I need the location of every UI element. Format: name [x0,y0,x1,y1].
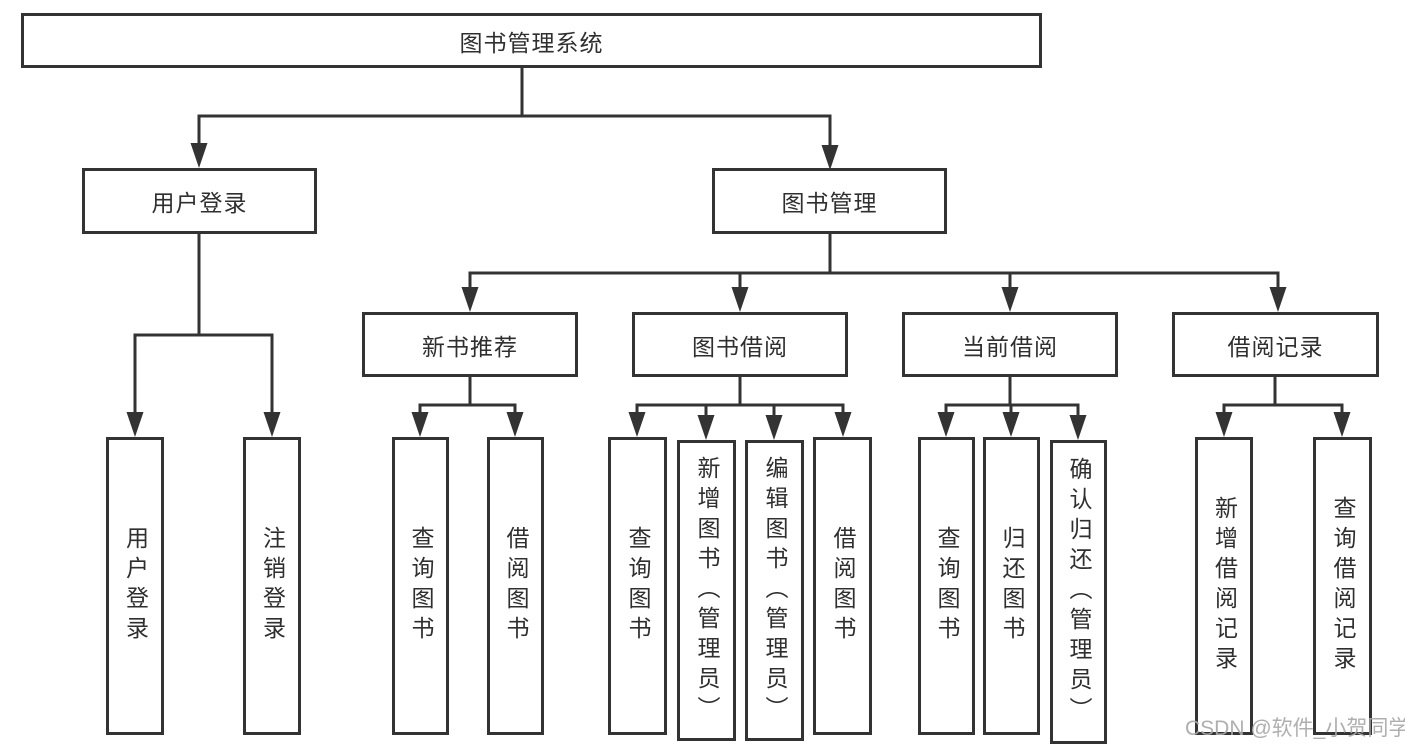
node-label: 当前借阅 [962,333,1058,360]
leaf-query-book-current: 查询图书 [918,437,975,735]
leaf-confirm-return-admin: 确认归还（管理员） [1050,440,1107,744]
node-book-borrow: 图书借阅 [632,312,848,377]
node-label: 编辑图书（管理员） [762,455,788,726]
node-label: 图书借阅 [692,333,788,360]
leaf-borrow-book: 借阅图书 [813,437,872,735]
node-label: 新增图书（管理员） [694,455,720,726]
leaf-return-book: 归还图书 [983,437,1040,735]
node-label: 归还图书 [999,526,1025,646]
watermark: CSDN @软件_小贺同学 [1185,717,1405,740]
leaf-borrow-book-recommend: 借阅图书 [487,437,544,735]
node-new-book-recommend: 新书推荐 [362,312,578,377]
node-label: 查询图书 [625,526,651,646]
leaf-edit-book-admin: 编辑图书（管理员） [745,440,804,741]
node-label: 注销登录 [259,526,286,646]
node-label: 借阅图书 [503,526,529,646]
node-root-system: 图书管理系统 [21,13,1042,68]
node-label: 借阅记录 [1227,333,1324,360]
node-label: 用户登录 [151,190,248,216]
leaf-add-borrow-record: 新增借阅记录 [1195,437,1253,735]
node-label: 确认归还（管理员） [1066,457,1092,727]
node-label: 查询借阅记录 [1330,496,1356,676]
node-label: 新书推荐 [422,333,518,360]
node-user-login: 用户登录 [82,168,317,234]
node-label: 查询图书 [934,526,960,646]
leaf-query-borrow-record: 查询借阅记录 [1313,437,1372,735]
leaf-user-login: 用户登录 [106,437,164,735]
node-label: 图书管理系统 [459,29,604,56]
node-label: 借阅图书 [830,526,856,646]
node-label: 新增借阅记录 [1211,496,1238,676]
leaf-query-book-borrow: 查询图书 [608,437,667,735]
node-label: 图书管理 [781,190,878,216]
node-label: 用户登录 [122,526,149,646]
node-label: 查询图书 [408,526,434,646]
node-book-management: 图书管理 [712,168,947,234]
leaf-query-book-recommend: 查询图书 [392,437,449,735]
node-borrow-record: 借阅记录 [1172,312,1379,377]
leaf-logout: 注销登录 [243,437,301,735]
leaf-add-book-admin: 新增图书（管理员） [677,440,736,741]
node-current-borrow: 当前借阅 [902,312,1118,377]
